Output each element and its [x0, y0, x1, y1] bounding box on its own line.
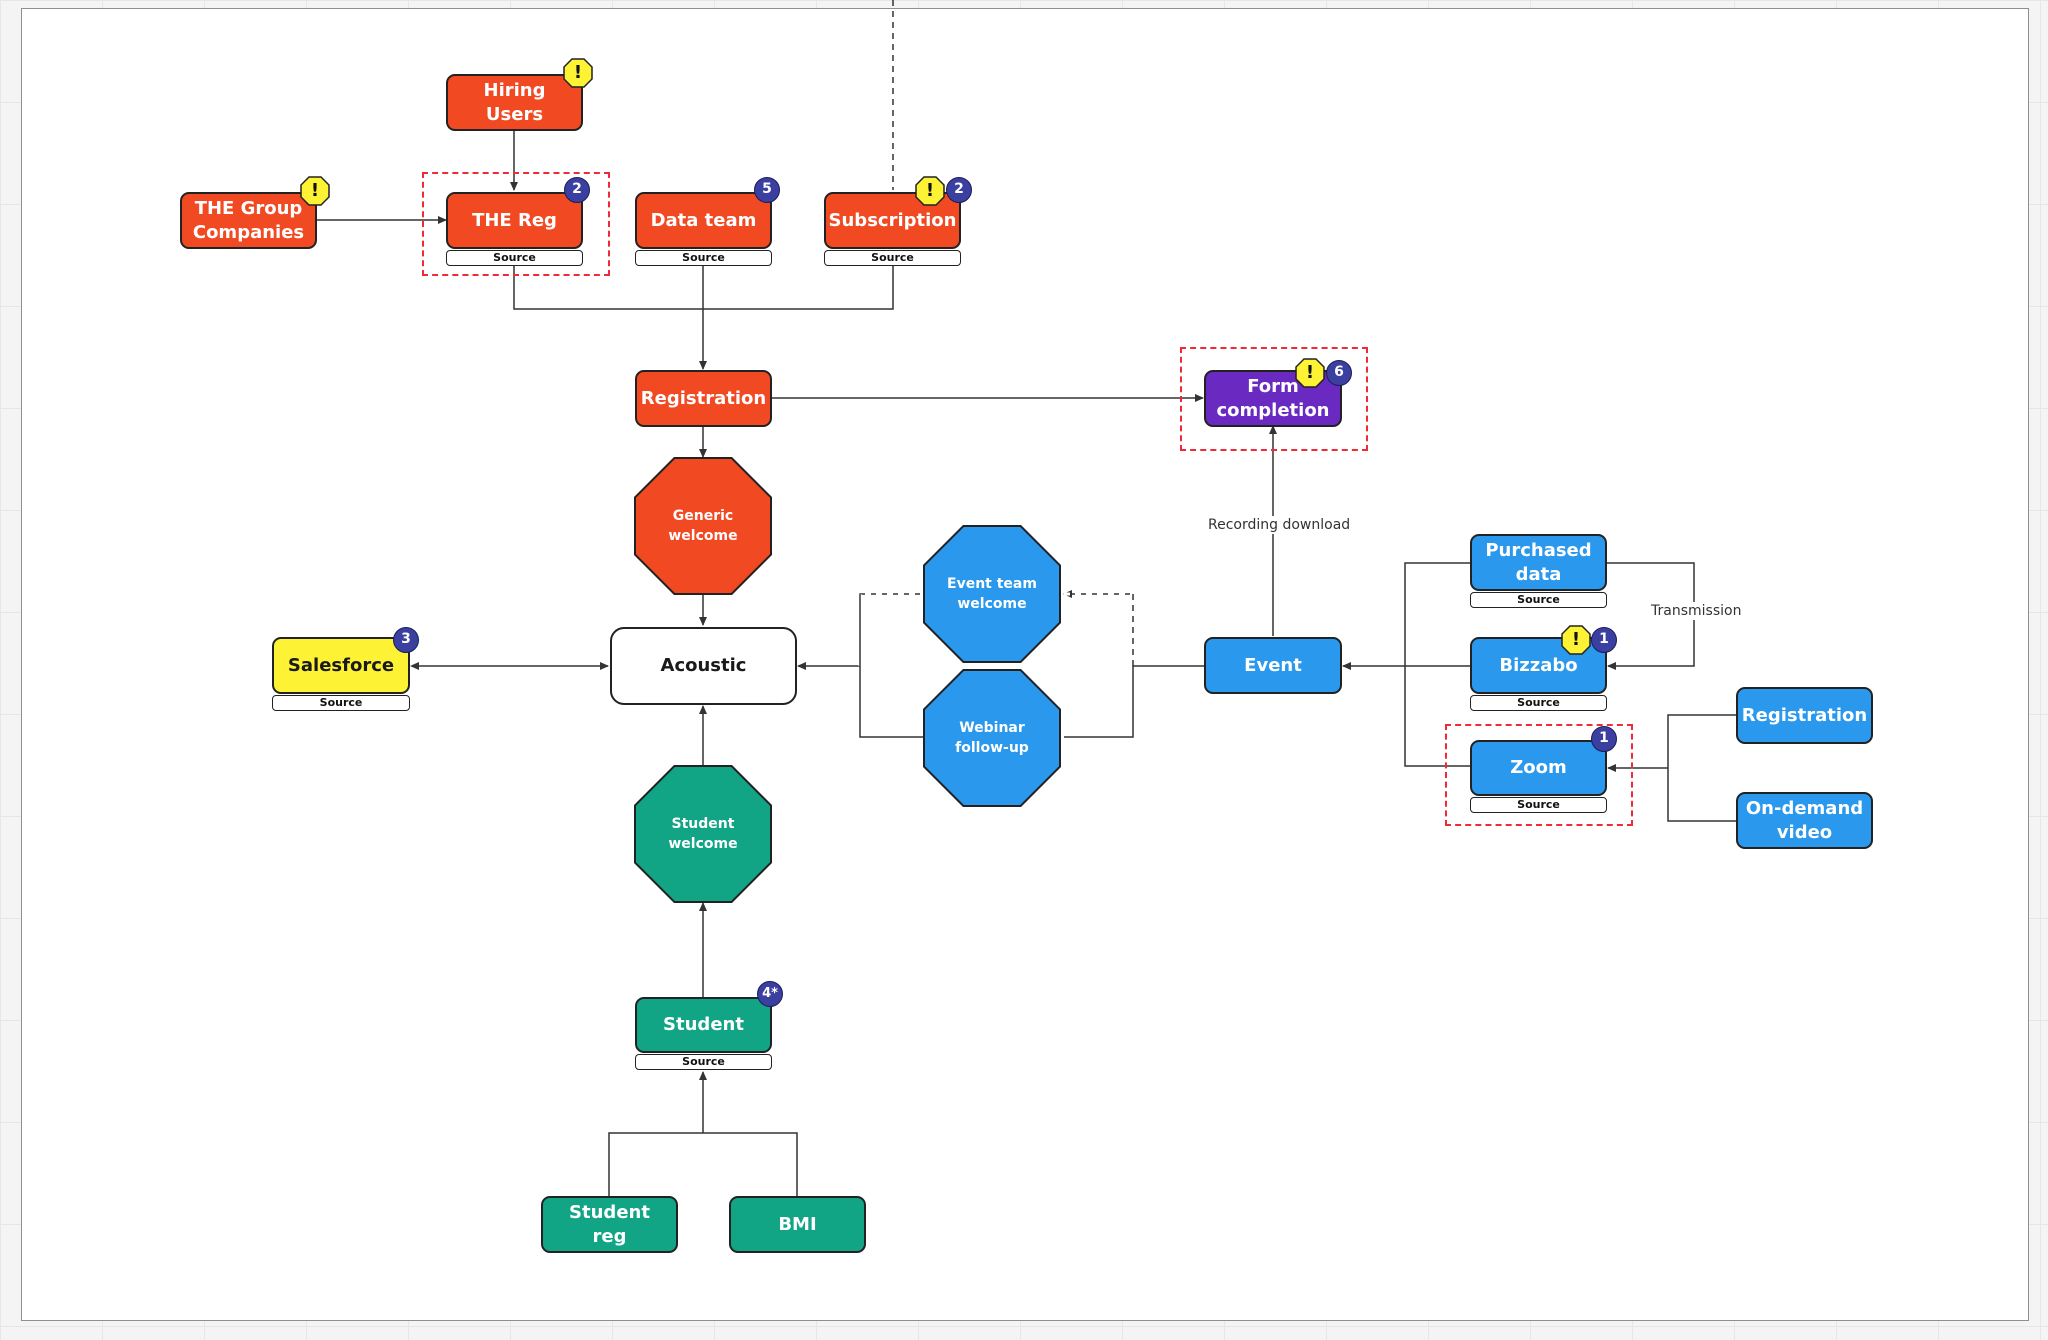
source-bar-subscription: Source	[824, 250, 961, 266]
warning-octagon-shape	[1561, 625, 1591, 655]
badge-count-zoom: 1	[1591, 726, 1617, 752]
warning-icon-bizzabo: !	[1561, 625, 1591, 655]
node-registration-right[interactable]: Registration	[1736, 687, 1873, 744]
node-student[interactable]: Student	[635, 997, 772, 1053]
edge-dashed-octs-visible	[859, 594, 1134, 666]
warning-octagon-shape	[1295, 358, 1325, 388]
source-bar-data-team: Source	[635, 250, 772, 266]
source-bar-salesforce: Source	[272, 695, 410, 711]
edge-zoom-inputs	[1608, 714, 1736, 822]
octagon-student-welcome[interactable]: Student welcome	[634, 765, 772, 903]
source-bar-zoom: Source	[1470, 797, 1607, 813]
warning-octagon-shape	[915, 176, 945, 206]
warning-octagon-shape	[300, 176, 330, 206]
warning-octagon-shape	[563, 58, 593, 88]
highlight-the-reg	[422, 172, 610, 276]
badge-count-salesforce: 3	[393, 627, 419, 653]
node-bmi[interactable]: BMI	[729, 1196, 866, 1253]
edge-label-transmission: Transmission	[1649, 602, 1744, 620]
octagon-label: Webinar follow-up	[955, 720, 1029, 756]
node-bizzabo[interactable]: Bizzabo	[1470, 637, 1607, 694]
edge-studentsources-merge	[608, 1072, 798, 1196]
source-bar-purchased-data: Source	[1470, 592, 1607, 608]
highlight-zoom	[1445, 724, 1633, 826]
node-student-reg[interactable]: Student reg	[541, 1196, 678, 1253]
octagon-shape	[634, 765, 772, 903]
warning-icon-form-completion: !	[1295, 358, 1325, 388]
octagon-label: Generic welcome	[668, 508, 738, 544]
warning-icon-subscription: !	[915, 176, 945, 206]
warning-symbol: !	[1305, 362, 1315, 383]
source-bar-bizzabo: Source	[1470, 695, 1607, 711]
octagon-shape	[923, 669, 1061, 807]
node-zoom[interactable]: Zoom	[1470, 740, 1607, 796]
node-data-team[interactable]: Data team	[635, 192, 772, 249]
edge-sources-merge	[513, 266, 894, 369]
source-bar-the-reg: Source	[446, 250, 583, 266]
node-event[interactable]: Event	[1204, 637, 1342, 694]
edge-label-recording-download: Recording download	[1206, 516, 1353, 534]
node-purchased-data[interactable]: Purchased data	[1470, 534, 1607, 591]
node-acoustic[interactable]: Acoustic	[610, 627, 797, 705]
octagon-webinar-follow-up[interactable]: Webinar follow-up	[923, 669, 1061, 807]
node-hiring-users[interactable]: Hiring Users	[446, 74, 583, 131]
warning-icon-the-group: !	[300, 176, 330, 206]
octagon-event-team-welcome[interactable]: Event team welcome	[923, 525, 1061, 663]
octagon-shape	[634, 457, 772, 595]
badge-count-form-completion: 6	[1326, 360, 1352, 386]
badge-count-the-reg: 2	[564, 177, 590, 203]
node-the-group-companies[interactable]: THE Group Companies	[180, 192, 317, 249]
badge-count-bizzabo: 1	[1591, 627, 1617, 653]
edge-event-sources	[1343, 562, 1470, 767]
warning-symbol: !	[310, 180, 320, 201]
node-registration[interactable]: Registration	[635, 370, 772, 427]
octagon-label: Event team welcome	[947, 576, 1037, 612]
node-the-reg[interactable]: THE Reg	[446, 192, 583, 249]
badge-count-subscription: 2	[946, 177, 972, 203]
warning-icon-hiring-users: !	[563, 58, 593, 88]
badge-count-student: 4*	[757, 981, 783, 1007]
source-bar-student: Source	[635, 1054, 772, 1070]
octagon-label: Student welcome	[668, 816, 738, 852]
warning-symbol: !	[573, 62, 583, 83]
warning-symbol: !	[925, 180, 935, 201]
badge-count-data-team: 5	[754, 177, 780, 203]
warning-symbol: !	[1571, 629, 1581, 650]
node-salesforce[interactable]: Salesforce	[272, 637, 410, 694]
highlight-form-completion	[1180, 347, 1368, 451]
octagon-shape	[923, 525, 1061, 663]
node-on-demand-video[interactable]: On-demand video	[1736, 792, 1873, 849]
octagon-generic-welcome[interactable]: Generic welcome	[634, 457, 772, 595]
